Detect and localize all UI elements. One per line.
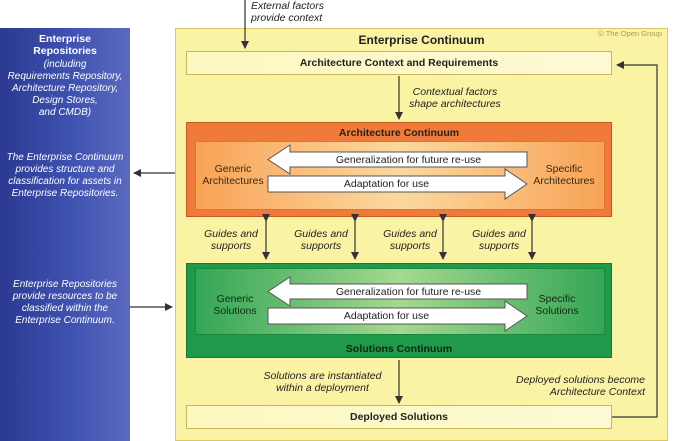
guides-label-2-line1: Guides and [294,228,348,240]
deployed-note-line1: Deployed solutions become [516,374,645,386]
repositories-sub-line: (including [43,59,87,70]
repositories-title-line2: Repositories [33,45,97,57]
guides-label-1-line2: supports [210,240,252,252]
architecture-context-label: Architecture Context and Requirements [299,57,499,69]
enterprise-continuum-box [175,28,668,441]
architecture-continuum-title: Architecture Continuum [338,127,460,139]
repositories-sub-line: Architecture Repository, [12,83,118,94]
repositories-desc1-line: The Enterprise Continuum [6,152,124,163]
instantiated-line2: within a deployment [276,382,369,394]
deployed-solutions-label: Deployed Solutions [349,411,448,423]
repositories-sub-line: Design Stores, [32,95,98,106]
solutions-continuum-title: Solutions Continuum [345,343,453,355]
repositories-title-line1: Enterprise [39,33,91,45]
guides-arrows [262,214,536,260]
generic-architectures-line2: Architectures [202,175,264,187]
specific-architectures-line1: Specific [545,163,583,175]
specific-solutions-line1: Specific [538,293,576,305]
contextual-factors-line1: Contextual factors [412,86,498,98]
feedback-loop-arrow [612,61,658,418]
deployed-solutions-box: Deployed Solutions [186,405,612,429]
arch-generalization-arrow [267,144,528,175]
instantiated-line1: Solutions are instantiated [263,370,382,382]
contextual-factors-line2: shape architectures [409,98,501,110]
external-factors-line2: provide context [251,12,323,24]
specific-solutions-line2: Solutions [535,305,579,317]
repositories-desc2-line: Enterprise Repositories [13,279,117,290]
generic-architectures-line1: Generic [214,163,252,175]
architecture-context-box: Architecture Context and Requirements [186,51,612,75]
arch-adaptation-arrow [267,168,528,200]
repositories-desc2-line: Enterprise Continuum. [15,315,115,326]
repositories-sub-line: Requirements Repository, [7,71,123,82]
generic-solutions-line1: Generic [216,293,254,305]
enterprise-continuum-title: Enterprise Continuum [358,33,485,47]
guides-label-4-line2: supports [478,240,520,252]
copyright-notice: © The Open Group [598,29,662,38]
repositories-desc1-line: classification for assets in [8,176,122,187]
guides-label-4-line1: Guides and [472,228,526,240]
external-factors-line1: External factors [251,0,324,12]
guides-label-3-line1: Guides and [383,228,437,240]
sol-adaptation-arrow [267,300,528,332]
guides-label-1-line1: Guides and [204,228,258,240]
repositories-desc1-line: provides structure and [15,164,115,175]
sol-generalization-label: Generalization for future re-use [335,286,482,298]
arch-adaptation-label: Adaptation for use [343,178,430,190]
guides-label-3-line2: supports [389,240,431,252]
sol-generalization-arrow [267,276,528,307]
arch-generalization-label: Generalization for future re-use [335,154,482,166]
generic-solutions-line2: Solutions [213,305,257,317]
guides-label-2-line2: supports [300,240,342,252]
repositories-desc2-line: provide resources to be [12,291,118,302]
deployed-note-line2: Architecture Context [549,386,645,398]
specific-architectures-line2: Architectures [533,175,595,187]
sol-adaptation-label: Adaptation for use [343,310,430,322]
repositories-desc2-line: classified within the [21,303,109,314]
repositories-desc1-line: Enterprise Repositories. [11,188,119,199]
repositories-sub-line: and CMDB) [38,107,92,118]
enterprise-repositories-panel: Enterprise Repositories (including Requi… [0,28,130,441]
